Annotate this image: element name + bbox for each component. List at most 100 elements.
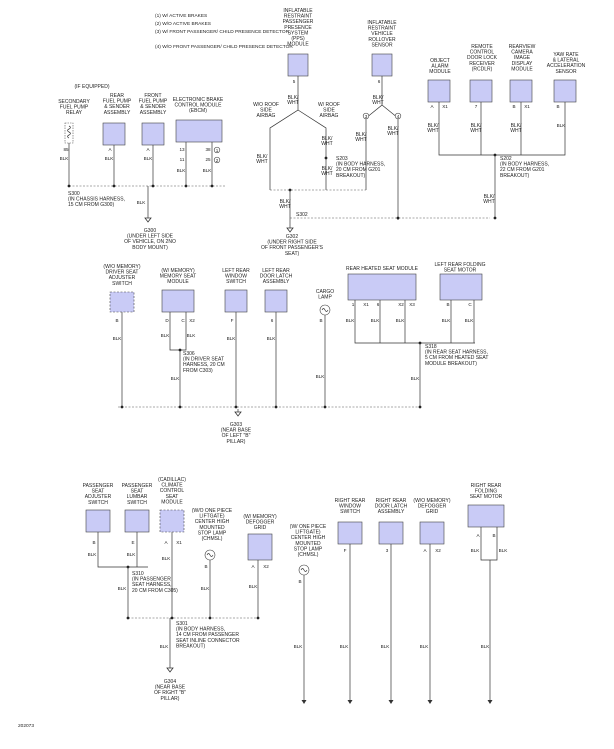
rear-fuel-pump-box [102, 122, 126, 146]
right-rear-window-switch-label-line-2: SWITCH [340, 509, 360, 515]
defogger-grid-with-memory-label-line-0: (W/ MEMORY) [243, 514, 277, 520]
s302-label-line-0: S302 [296, 212, 308, 218]
w-roof-wire-blk: BLK/ [322, 136, 333, 142]
remote-door-lock-pin-7: 7 [475, 104, 478, 109]
cargo-lamp-filament-icon [321, 308, 329, 312]
rollover-option-3-number: 3 [365, 114, 368, 119]
s306-label-line-0: S306 [183, 351, 195, 357]
ebcm-option-1-number: 1 [216, 148, 219, 153]
right-rear-door-latch-box [378, 521, 404, 545]
relay-wire-label: BLK [60, 156, 70, 161]
ebcm-pin-38: 38 [205, 147, 211, 152]
memory-seat-module-label-line-0: (W/ MEMORY) [161, 268, 195, 274]
right-rear-folding-pin-b: B [492, 533, 495, 538]
rearview-camera-module-label-line-2: IMAGE [514, 55, 531, 61]
remote-door-lock-receiver-label-line-4: (RCDLR) [472, 66, 493, 72]
memory-seat-pin-d: D [165, 318, 169, 323]
continuation-arrow-icon-2 [388, 700, 394, 704]
relay-pin-85: 85 [63, 147, 69, 152]
g303-bus-node-0 [120, 405, 124, 409]
g303-label-line-1: (NEAR BASE [221, 428, 252, 434]
g304-wire-label: BLK [160, 644, 170, 649]
rear-fuel-pump-label-line-2: & SENDER [104, 104, 130, 110]
left-rear-window-wire-label: BLK [227, 336, 237, 341]
memory-seat-wire-c-label: BLK [187, 333, 197, 338]
ebcm-pin-11: 11 [180, 157, 185, 162]
g303-label-line-2: OF LEFT "B" [222, 433, 251, 439]
chmsl-without-one-piece-label-line-4: STOP LAMP [198, 530, 227, 536]
front-fuel-pump-label-line-0: FRONT [144, 93, 161, 99]
rearview-camera-module-box [509, 79, 533, 103]
s318-label-line-1: (IN REAR SEAT HARNESS, [425, 350, 488, 356]
front-fuel-pump-label-line-3: ASSEMBLY [140, 110, 167, 116]
ebcm-option-2 [213, 156, 221, 164]
secondary-fuel-pump-relay-relay-icon [64, 122, 74, 144]
remote-door-lock-receiver-label-line-1: CONTROL [470, 50, 495, 56]
driver-seat-adjuster-box [109, 291, 135, 313]
s300-node-2 [151, 184, 155, 188]
passenger-seat-lumbar-label-line-3: SWITCH [127, 500, 147, 506]
rollover-wire-wht: WHT [372, 100, 383, 106]
s300-node-4 [210, 184, 214, 188]
rear-heated-seat-wire-6-label: BLK [371, 318, 381, 323]
passenger-seat-adjuster-wire-label: BLK [88, 552, 98, 557]
s202-label-line-3: BREAKOUT) [500, 173, 530, 179]
cargo-lamp-wire-label: BLK [316, 374, 326, 379]
rearview-camera-module-label-line-3: DISPLAY [512, 61, 533, 67]
right-rear-folding-seat-motor-label-line-1: FOLDING [475, 489, 497, 495]
driver-seat-adjuster-label-line-3: SWITCH [112, 281, 132, 287]
s301-node-2 [208, 616, 212, 620]
s318-wire-label: BLK [411, 376, 421, 381]
s301-node-0 [126, 616, 130, 620]
g303-bus-node-3 [274, 405, 278, 409]
passenger-seat-adjuster-label-line-1: SEAT [92, 489, 105, 495]
g300-label-line-2: OF VEHICLE, ON 2NO [124, 239, 176, 245]
g304-label-line-3: PILLAR) [161, 696, 180, 702]
cargo-lamp-label-line-0: CARGO [316, 289, 334, 295]
g303-ground-icon [234, 411, 242, 417]
yaw-rate-sensor-box [553, 79, 577, 103]
rearview-camera-pin-b: B [512, 104, 515, 109]
g303-bus-node-1 [178, 405, 182, 409]
ebcm-box [175, 119, 223, 143]
s203-label-line-1: (IN BODY HARNESS, [336, 162, 385, 168]
front-pump-wire-label: BLK [144, 156, 154, 161]
chmsl-without-wire-label: BLK [201, 586, 211, 591]
g304-ground-icon [166, 667, 174, 673]
left-rear-door-latch-label-line-1: DOOR LATCH [260, 274, 293, 280]
right-rear-folding-wire-a [480, 527, 490, 561]
object-alarm-module-label-line-1: ALARM [431, 64, 448, 70]
right-rear-folding-wire-a-label: BLK [471, 548, 481, 553]
object-alarm-wire [438, 102, 510, 156]
rollover-left-wire-wht: WHT [355, 137, 366, 143]
chmsl-with-one-piece-label-line-1: LIFTGATE) [295, 530, 321, 536]
rear-heated-seat-pin-x1: X1 [363, 302, 369, 307]
rearview-camera-pin-x1: X1 [524, 104, 530, 109]
right-rear-folding-wire-b [490, 527, 498, 561]
left-rear-folding-wire-c-label: BLK [465, 318, 475, 323]
rollover-option-3 [362, 112, 370, 120]
wo-roof-airbag-label-line-0: W/O ROOF [253, 102, 279, 108]
rollover-sensor-label-line-0: INFLATABLE [367, 20, 397, 26]
s300-node-0 [67, 184, 71, 188]
passenger-seat-adjuster-label-line-0: PASSENGER [83, 483, 114, 489]
passenger-seat-lumbar-label-line-0: PASSENGER [122, 483, 153, 489]
driver-seat-adjuster-label-line-1: DRIVER SEAT [106, 270, 139, 276]
chmsl-without-one-piece-filament-icon [206, 553, 214, 557]
right-rear-window-wire-label: BLK [340, 644, 350, 649]
left-rear-door-latch-pin-6: 6 [271, 318, 274, 323]
secondary-fuel-pump-relay-coil-icon [67, 125, 71, 139]
ebcm-label-line-2: (EBCM) [189, 108, 207, 114]
g303-label-line-0: G303 [230, 422, 242, 428]
rollover-sensor-label-line-2: VEHICLE [371, 31, 393, 37]
ipps-label-line-5: (PPS) [291, 36, 305, 42]
left-rear-window-switch-label-line-2: SWITCH [226, 279, 246, 285]
s203-label-line-3: BREAKOUT) [336, 173, 366, 179]
chmsl-without-one-piece-label-line-5: (CHMSL) [202, 536, 223, 542]
defogger-grid-without-memory-box [419, 521, 445, 545]
rearview-camera-module-label-line-4: MODULE [511, 66, 533, 72]
s306-label-line-2: HARNESS, 20 CM [183, 362, 225, 368]
memory-seat-wire-c [180, 312, 187, 351]
s300-label-line-1: (IN CHASSIS HARNESS, [68, 197, 125, 203]
rollover-pin-6: 6 [378, 79, 381, 84]
